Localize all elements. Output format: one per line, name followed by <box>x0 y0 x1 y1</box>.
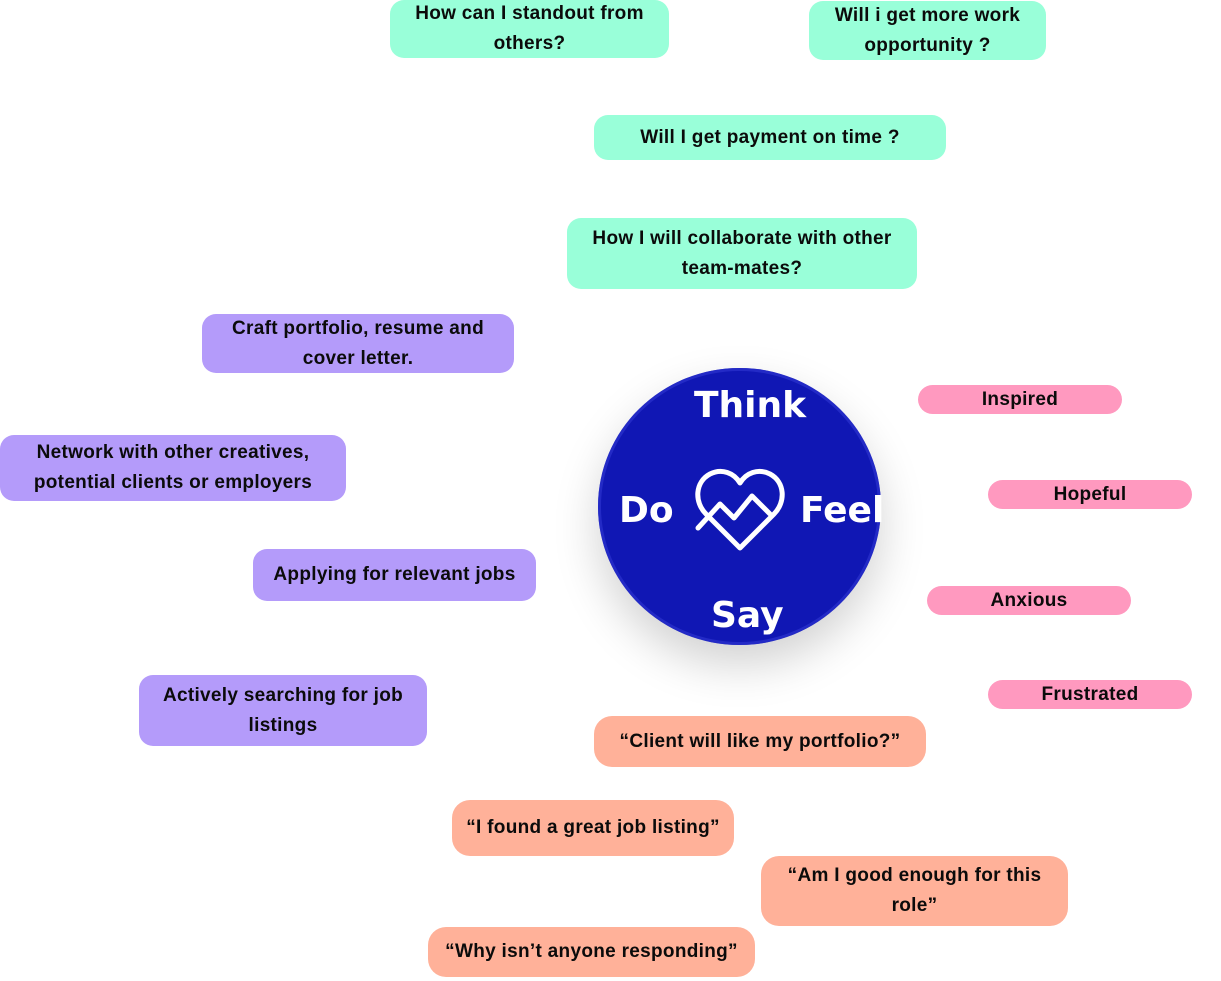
think-note-standout: How can I standout from others? <box>390 0 669 58</box>
say-note-text: “Am I good enough for this role” <box>787 865 1042 916</box>
do-note-text: Actively searching for job listings <box>162 684 404 736</box>
do-note-network: Network with other creatives, potential … <box>0 435 346 501</box>
say-note-great-listing: “I found a great job listing” <box>452 800 734 856</box>
think-note-payment: Will I get payment on time ? <box>594 115 946 160</box>
hub-label-do: Do <box>619 490 674 531</box>
do-note-portfolio: Craft portfolio, resume and cover letter… <box>202 314 514 373</box>
say-note-client-portfolio: “Client will like my portfolio?” <box>594 716 926 767</box>
feel-note-text: Frustrated <box>1041 683 1139 705</box>
hub-label-say: Say <box>711 595 784 636</box>
say-note-good-enough: “Am I good enough for this role” <box>761 856 1068 926</box>
feel-note-hopeful: Hopeful <box>988 480 1192 509</box>
feel-note-text: Hopeful <box>1053 483 1127 505</box>
say-note-no-response: “Why isn’t anyone responding” <box>428 927 755 977</box>
do-note-text: Craft portfolio, resume and cover letter… <box>232 317 484 369</box>
hub-label-feel: Feel <box>800 490 885 531</box>
do-note-text: Applying for relevant jobs <box>273 564 516 585</box>
say-note-text: “I found a great job listing” <box>466 817 720 838</box>
empathy-hub-circle: Think Do Feel Say <box>598 368 885 645</box>
hub-label-think: Think <box>694 385 807 426</box>
feel-note-text: Inspired <box>981 388 1059 410</box>
think-note-collaborate: How I will collaborate with other team-m… <box>567 218 917 289</box>
heart-pulse-icon <box>695 468 785 551</box>
feel-note-text: Anxious <box>990 589 1068 611</box>
think-note-text: Will I get payment on time ? <box>640 126 900 148</box>
do-note-applying: Applying for relevant jobs <box>253 549 536 601</box>
feel-note-anxious: Anxious <box>927 586 1131 615</box>
think-note-text: Will i get more work opportunity ? <box>834 4 1021 56</box>
do-note-text: Network with other creatives, potential … <box>33 442 313 493</box>
feel-note-frustrated: Frustrated <box>988 680 1192 709</box>
say-note-text: “Why isn’t anyone responding” <box>445 941 738 962</box>
say-note-text: “Client will like my portfolio?” <box>619 730 901 752</box>
think-note-work-opportunity: Will i get more work opportunity ? <box>809 1 1046 60</box>
do-note-searching: Actively searching for job listings <box>139 675 427 746</box>
think-note-text: How I will collaborate with other team-m… <box>592 227 892 279</box>
think-note-text: How can I standout from others? <box>415 3 644 54</box>
feel-note-inspired: Inspired <box>918 385 1122 414</box>
